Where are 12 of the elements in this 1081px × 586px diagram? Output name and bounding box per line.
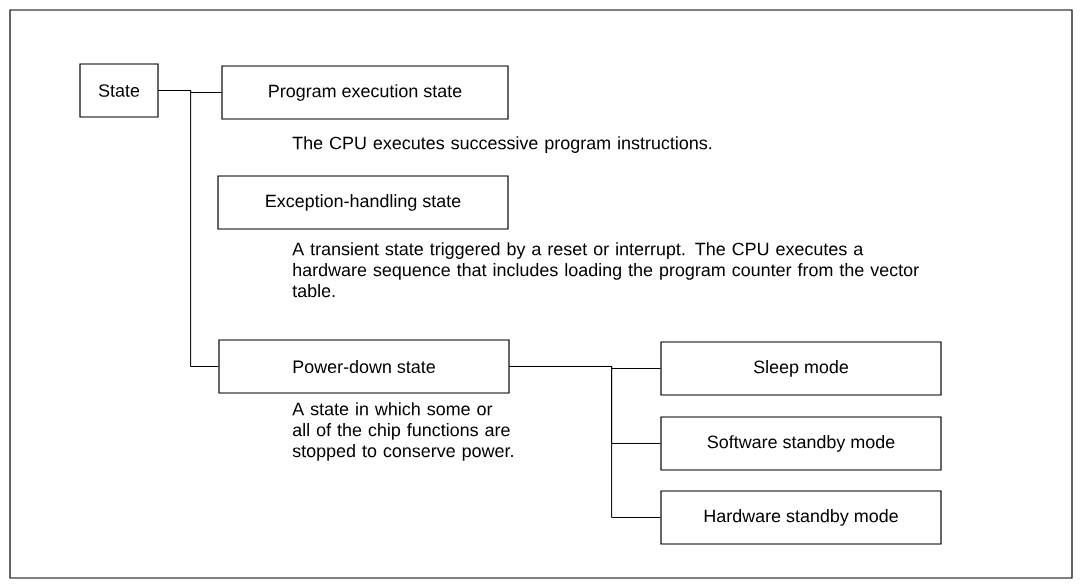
description-text: A transient state triggered by a reset or interrupt. The CPU executes a hardware sequence that includes loading the program counter from the vector table. [292,242,919,298]
state-box: State [79,63,159,118]
state-box: Hardware standby mode [660,490,942,545]
state-box: Program execution state [221,65,509,120]
description-text: The CPU executes successive program instructions. [292,136,712,153]
connector-line [509,366,661,518]
state-box: Power-down state [218,339,510,394]
description-text: A state in which some or all of the chip functions are stopped to conserve power. [292,402,513,461]
state-box: Sleep mode [660,341,942,396]
state-box: Software standby mode [660,416,942,471]
state-box: Exception-handling state [217,175,509,230]
connector-line [158,90,219,367]
